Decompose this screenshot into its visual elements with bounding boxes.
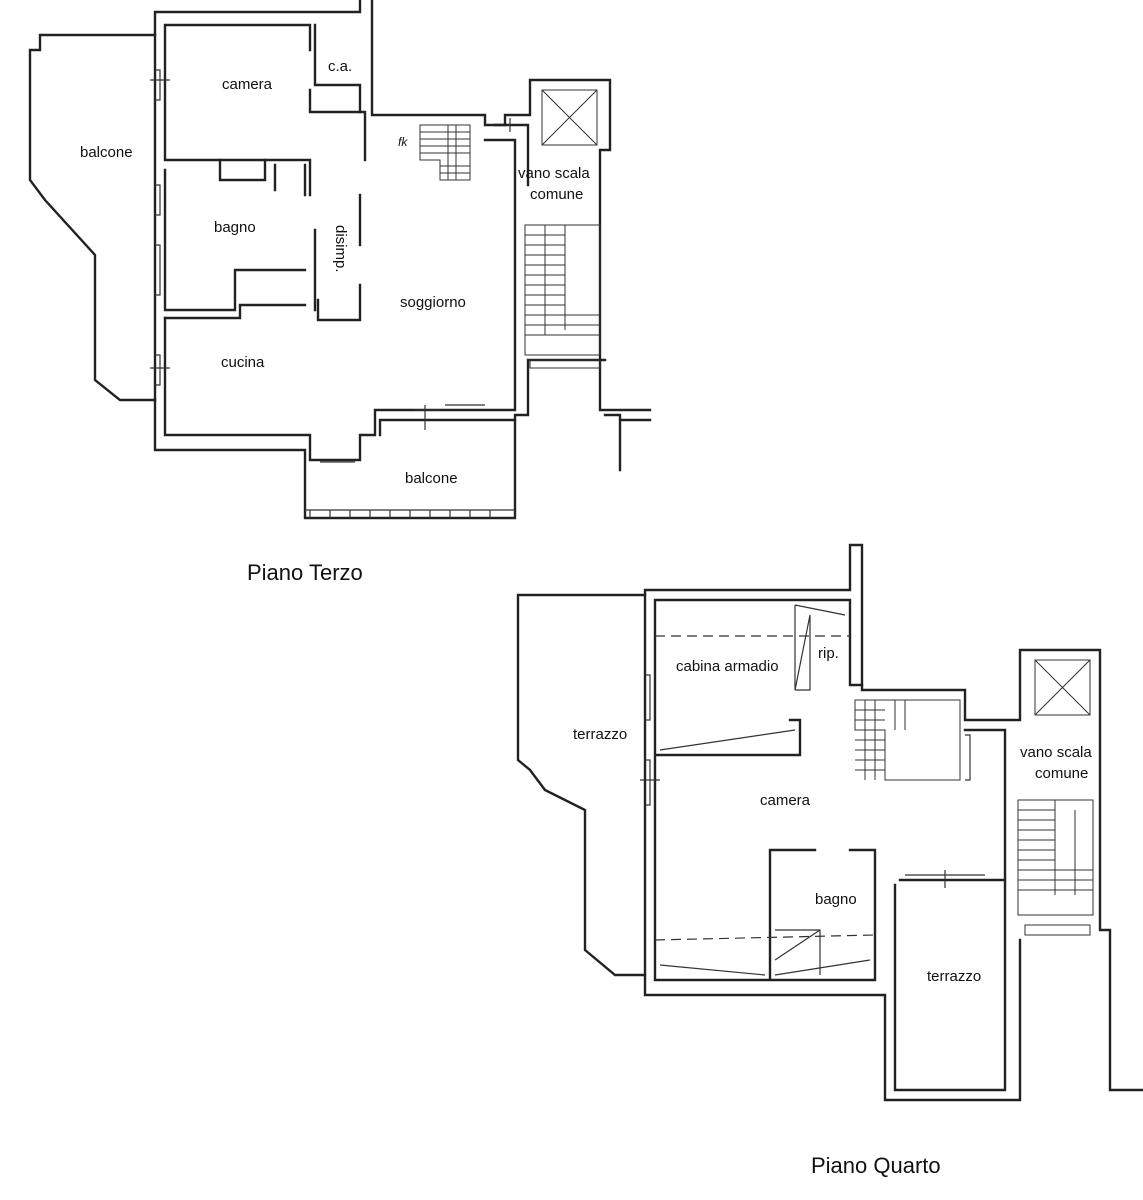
room-label-vano-scala-terzo: vano scala bbox=[518, 165, 590, 182]
room-label-cucina: cucina bbox=[221, 354, 265, 371]
apartment-inner-perimeter-quarto bbox=[653, 598, 1007, 1092]
lift-shaft bbox=[541, 89, 598, 146]
lift-shaft-quarto bbox=[1034, 659, 1091, 716]
room-label-disimp: disimp. bbox=[332, 225, 349, 273]
window-marks-terzo bbox=[150, 69, 511, 463]
room-label-terrazzo-left: terrazzo bbox=[573, 726, 627, 743]
room-label-terrazzo-right: terrazzo bbox=[927, 968, 981, 985]
window-marks-quarto bbox=[640, 674, 985, 888]
apartment-outer-wall bbox=[153, 0, 607, 520]
floor-title-piano-quarto: Piano Quarto bbox=[811, 1153, 941, 1178]
room-label-comune-quarto: comune bbox=[1035, 765, 1088, 782]
communal-stair bbox=[524, 224, 601, 369]
room-label-balcone-bottom: balcone bbox=[405, 470, 458, 487]
room-label-rip: rip. bbox=[818, 645, 839, 662]
room-label-bagno-terzo: bagno bbox=[214, 219, 256, 236]
internal-stair-quarto bbox=[854, 699, 961, 781]
apartment-inner-perimeter bbox=[163, 23, 517, 462]
room-label-comune-terzo: comune bbox=[530, 186, 583, 203]
room-label-camera-terzo: camera bbox=[222, 76, 273, 93]
room-label-cabina-armadio: cabina armadio bbox=[676, 658, 779, 675]
kitchen-flue-symbol: fk bbox=[398, 135, 408, 149]
interior-partitions bbox=[163, 23, 517, 437]
communal-stair-quarto bbox=[1017, 799, 1094, 936]
vano-scala-walls bbox=[493, 78, 652, 472]
internal-stair bbox=[419, 124, 471, 181]
room-label-bagno-quarto: bagno bbox=[815, 891, 857, 908]
room-label-vano-scala-quarto: vano scala bbox=[1020, 744, 1092, 761]
terrazzo-left-outline bbox=[516, 593, 647, 977]
ceiling-line-quarto bbox=[654, 635, 876, 941]
wardrobe-diagonals bbox=[659, 604, 871, 976]
room-label-camera-quarto: camera bbox=[760, 792, 811, 809]
room-label-balcone-left: balcone bbox=[80, 144, 133, 161]
floor-title-piano-terzo: Piano Terzo bbox=[247, 560, 363, 585]
balcone-bottom-railing bbox=[305, 509, 515, 518]
room-label-soggiorno: soggiorno bbox=[400, 294, 466, 311]
floor-plan-piano-quarto: cabina armadio rip. terrazzo camera vano… bbox=[516, 543, 1143, 1178]
floor-plan-piano-terzo: balcone camera c.a. bagno disimp. soggio… bbox=[28, 0, 652, 585]
balcone-left-outline bbox=[28, 33, 157, 402]
room-label-ca: c.a. bbox=[328, 58, 352, 75]
apartment-outer-wall-quarto bbox=[643, 543, 1143, 1102]
